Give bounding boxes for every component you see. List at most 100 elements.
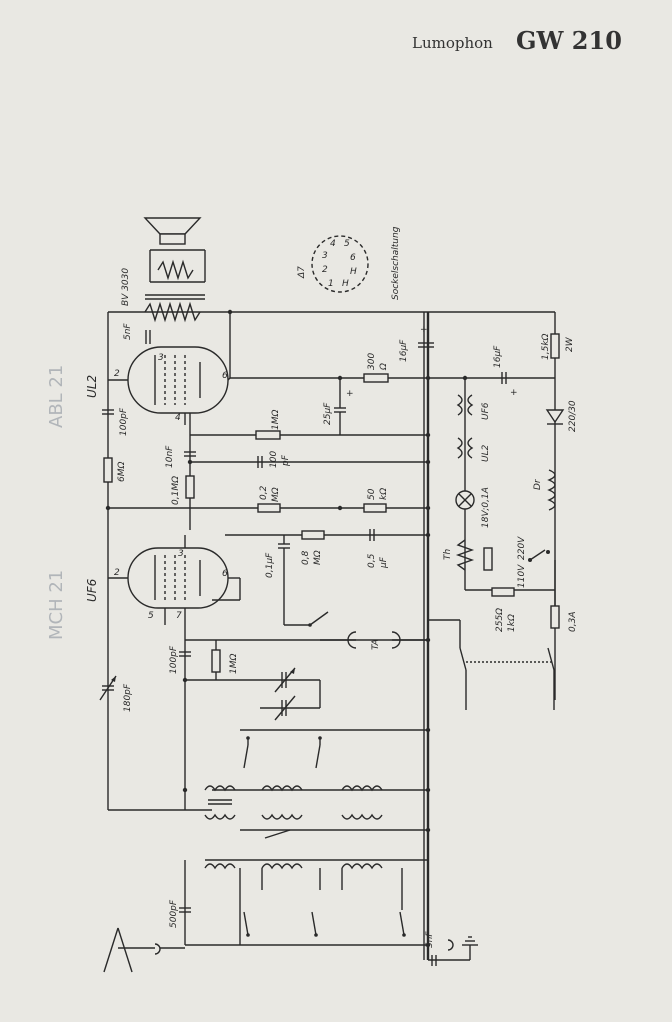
ul2-pin-6: 6 — [222, 371, 228, 381]
label-r-0-8m: 0,8 — [301, 550, 311, 565]
capacitor-16uf-a — [418, 342, 434, 348]
ul2-pin-3: 3 — [158, 353, 164, 363]
heater-ul2 — [456, 437, 474, 459]
capacitor-500pf — [179, 907, 191, 913]
label-choke: Dr — [533, 478, 543, 490]
capacitor-100pf-mid — [257, 456, 263, 468]
label-r-300: 300 — [367, 353, 377, 370]
capacitor-5nf-bottom — [431, 955, 437, 966]
label-ta: TA — [371, 639, 381, 650]
socket-diagram — [311, 235, 369, 293]
tube-ul2 — [108, 346, 231, 425]
resistor-selector — [483, 547, 493, 571]
antenna — [103, 927, 185, 973]
label-r-50k: 50 — [367, 488, 377, 500]
capacitor-10nf — [184, 451, 196, 457]
rectifier — [545, 409, 565, 425]
label-ul2-heater: UL2 — [481, 444, 491, 462]
polarity-plus-b: + — [510, 388, 518, 398]
capacitor-0-5uf — [369, 529, 375, 541]
tube-uf6 — [108, 535, 241, 625]
label-r-6mohm: 6MΩ — [117, 462, 127, 482]
label-r-300-unit: Ω — [379, 363, 389, 371]
label-c-500pf: 500pF — [169, 899, 179, 928]
variable-capacitor-lower — [260, 680, 321, 721]
resistor-255ohm — [491, 587, 515, 597]
pickup-ta — [320, 631, 428, 649]
label-r-0-1m: 0,1MΩ — [171, 476, 181, 505]
ground-symbol — [428, 936, 478, 961]
socket-pin-h1: H — [350, 267, 357, 277]
socket-pin-6: 6 — [350, 253, 356, 263]
tube-uf6-label: UF6 — [85, 578, 99, 602]
label-r-1-5k-w: 2W — [565, 336, 575, 352]
ul2-pin-2: 2 — [114, 369, 120, 379]
pencil-annotation-1: ABL 21 — [46, 365, 67, 428]
ul2-pin-4: 4 — [175, 413, 181, 423]
socket-pin-4: 4 — [330, 239, 336, 249]
label-c-10nf: 10nF — [165, 445, 175, 468]
band-switches — [243, 736, 406, 937]
socket-pin-3: 3 — [322, 251, 328, 261]
socket-symbol: Δ7 — [297, 266, 307, 279]
resistor-0-2m — [257, 503, 281, 513]
capacitor-100pf-uf6 — [179, 651, 191, 657]
label-fuse: 0,3A — [568, 612, 578, 632]
output-transformer — [144, 294, 205, 323]
label-110v: 110V — [517, 564, 527, 588]
capacitor-0-1uf — [278, 535, 310, 626]
label-c-100pf-mid-unit: pF — [281, 454, 291, 467]
resistor-6mohm — [103, 457, 113, 483]
label-c-0-5uf: 0,5 — [367, 553, 377, 568]
resistor-1-5k — [550, 333, 560, 359]
label-c-100pf-mid: 100 — [269, 451, 279, 468]
label-c-16uf-a: 16μF — [399, 339, 409, 362]
label-r-50k-unit: kΩ — [379, 488, 389, 500]
socket-pin-2: 2 — [322, 265, 328, 275]
label-th: Th — [443, 549, 453, 560]
label-c-5nf-top: 5nF — [123, 323, 133, 340]
voltage-selector — [528, 549, 550, 562]
uf6-pin-2: 2 — [114, 568, 120, 578]
label-c-0-5uf-unit: μF — [379, 556, 389, 569]
uf6-pin-7: 7 — [176, 611, 182, 621]
label-c-100pf-ul2: 100pF — [119, 407, 129, 436]
resistor-0-1m — [185, 475, 195, 499]
label-r-1k: 1kΩ — [507, 614, 517, 632]
tube-ul2-label: UL2 — [85, 375, 99, 398]
uf6-pin-3: 3 — [178, 549, 184, 559]
coil-set-lower — [204, 863, 403, 945]
mains-switch — [428, 619, 555, 710]
label-lamp: 18V;0,1A — [481, 487, 491, 528]
label-c-100pf-uf6: 100pF — [169, 645, 179, 674]
label-uf6-heater: UF6 — [481, 402, 491, 420]
capacitor-16uf-b — [501, 372, 507, 384]
switch-pickup — [308, 611, 329, 627]
label-r-255: 255Ω — [495, 608, 505, 632]
speaker-label: BV 3030 — [121, 268, 131, 306]
title-brand: Lumophon — [412, 34, 493, 52]
trimmer-180pf — [99, 675, 117, 701]
main-wiring — [107, 311, 556, 960]
title-model: GW 210 — [516, 26, 622, 55]
resistor-50k — [363, 503, 387, 513]
socket-pin-h2: H — [342, 279, 349, 289]
label-r-0-2m-unit: MΩ — [271, 487, 281, 502]
label-c-0-1uf: 0,1μF — [265, 552, 275, 578]
choke-dr — [547, 469, 556, 511]
label-rectifier: 220/30 — [568, 400, 578, 432]
fuse — [550, 605, 560, 629]
label-r-1-5k: 1,5kΩ — [541, 333, 551, 360]
socket-pin-5: 5 — [344, 239, 350, 249]
coil-set-upper — [204, 785, 383, 820]
thermistor-th — [455, 539, 475, 571]
heater-uf6 — [456, 394, 474, 416]
label-r-0-2m: 0,2 — [259, 485, 269, 500]
label-c-5nf-bottom: 5nF — [425, 931, 435, 948]
variable-capacitor-upper — [274, 667, 296, 693]
socket-pin-1: 1 — [328, 279, 334, 289]
capacitor-100pf-ul2 — [102, 409, 114, 415]
uf6-pin-5: 5 — [148, 611, 154, 621]
